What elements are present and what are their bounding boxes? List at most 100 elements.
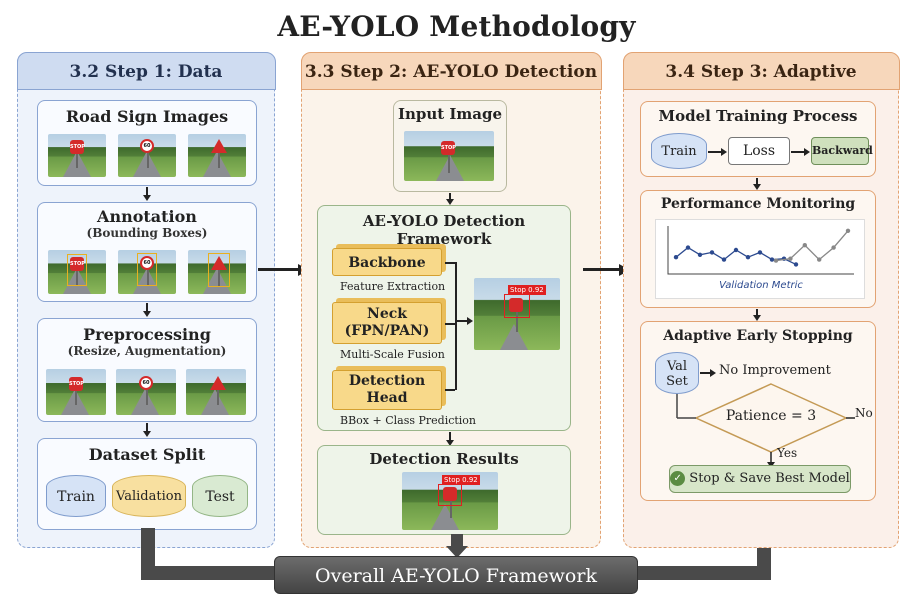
head-label: Detection	[348, 373, 426, 389]
patience-label: Patience = 3	[725, 408, 817, 424]
bounding-box-mark	[208, 253, 230, 287]
flow-arrow	[258, 268, 302, 271]
preprocessing-subtitle: (Resize, Augmentation)	[67, 344, 227, 358]
neck-module: Neck (FPN/PAN)	[332, 302, 442, 344]
detection-label: Stop 0.92	[442, 475, 480, 485]
detection-bbox	[504, 294, 530, 318]
annotation-box: Annotation (Bounding Boxes) STOP 60	[37, 202, 257, 302]
detection-results-photo: Stop 0.92	[402, 472, 498, 530]
neck-caption: Multi-Scale Fusion	[340, 348, 445, 361]
backbone-caption: Feature Extraction	[340, 280, 446, 293]
val-set-label-1: Val	[666, 359, 688, 374]
annotated-photo: 60	[118, 250, 176, 294]
detection-framework-box: AE-YOLO Detection Framework Backbone Fea…	[317, 205, 571, 431]
stop-save-label: Stop & Save Best Model	[689, 471, 850, 486]
head-label-line2: Head	[366, 390, 408, 406]
footer-connector	[637, 566, 771, 580]
annotated-photo: STOP	[48, 250, 106, 294]
bounding-box-mark	[67, 254, 87, 286]
detection-header: 3.3 Step 2: AE-YOLO Detection	[300, 51, 602, 90]
detection-column: 3.3 Step 2: AE-YOLO Detection Input Imag…	[300, 51, 602, 548]
stop-sign-icon: STOP	[441, 141, 456, 155]
test-cylinder: Test	[192, 475, 248, 517]
flow-arrow	[583, 268, 623, 271]
validation-chart: Validation Metric	[655, 219, 865, 299]
backbone-module: Backbone	[332, 248, 442, 276]
validation-series-point	[697, 252, 703, 257]
annotated-photo	[188, 250, 246, 294]
dataset-split-box: Dataset Split Train Validation Test	[37, 438, 257, 530]
framework-title: AE-YOLO Detection Framework	[362, 212, 526, 248]
train-cylinder: Train	[46, 475, 106, 517]
footer-connector	[141, 566, 275, 580]
validation-series-point	[757, 250, 763, 255]
bounding-box-mark	[137, 253, 157, 286]
adaptive-training-header: 3.4 Step 3: Adaptive Training	[622, 51, 900, 120]
detection-output-photo: Stop 0.92	[474, 278, 560, 350]
model-training-box: Model Training Process Train Loss Backwa…	[640, 101, 876, 177]
annotation-title: Annotation	[97, 207, 197, 226]
no-branch-label: No	[855, 406, 873, 420]
chart-axes	[667, 226, 854, 275]
input-image-title: Input Image	[397, 105, 503, 123]
validation-series-point	[793, 262, 799, 267]
validation-metric-caption: Validation Metric	[719, 280, 803, 291]
backward-box: Backward	[811, 137, 873, 165]
validation-series-point	[721, 257, 727, 262]
plateau-series-point	[788, 256, 793, 261]
early-stopping-title: Adaptive Early Stopping	[663, 328, 853, 344]
validation-series-point	[769, 257, 775, 262]
road-sign-photo: STOP	[48, 134, 106, 177]
neck-label-line2: (FPN/PAN)	[344, 323, 430, 339]
plateau-series-point	[845, 228, 851, 233]
detection-head-module: Detection Head	[332, 370, 442, 410]
dataset-split-title: Dataset Split	[88, 445, 206, 464]
stop-sign-icon: STOP	[70, 140, 85, 154]
no-improvement-label: No Improvement	[719, 363, 831, 378]
validation-series-point	[709, 250, 715, 255]
check-icon: ✓	[670, 471, 686, 486]
data-preparation-column: 3.2 Step 1: Data Preparation Road Sign I…	[16, 51, 276, 548]
speed-limit-sign-icon: 60	[140, 139, 154, 153]
loss-box: Loss	[728, 137, 790, 165]
stop-sign-icon: STOP	[69, 377, 84, 391]
road-sign-photo: 60	[118, 134, 176, 177]
road-sign-images-box: Road Sign Images STOP 60	[37, 100, 257, 186]
performance-monitoring-title: Performance Monitoring	[660, 196, 856, 212]
detection-results-box: Detection Results Stop 0.92	[317, 445, 571, 535]
plateau-series-line	[775, 230, 849, 262]
preprocessed-photo	[186, 369, 246, 415]
road-sign-images-title: Road Sign Images	[65, 107, 229, 126]
validation-series-point	[673, 255, 679, 260]
plateau-series-point	[817, 257, 822, 262]
validation-metric-chart	[667, 226, 854, 275]
speed-limit-sign-icon: 60	[140, 256, 154, 270]
validation-series-point	[733, 247, 739, 253]
preprocessing-title: Preprocessing	[83, 325, 211, 344]
patience-decision-diamond	[676, 383, 855, 468]
stop-sign-icon	[509, 298, 523, 312]
road-sign-photo	[188, 134, 246, 177]
validation-cylinder: Validation	[112, 475, 186, 517]
val-set-label-2: Set	[666, 374, 688, 389]
validation-series-point	[685, 245, 691, 250]
early-stopping-box: Adaptive Early Stopping Val Set No Impro…	[640, 321, 876, 501]
stop-sign-icon	[443, 487, 457, 501]
plateau-series-point	[773, 258, 779, 263]
input-photo: STOP	[404, 131, 494, 181]
detection-results-title: Detection Results	[369, 450, 519, 468]
preprocessed-photo: STOP	[46, 369, 106, 415]
preprocessed-photo: 60	[116, 369, 176, 415]
yes-branch-label: Yes	[777, 446, 798, 460]
detection-label: Stop 0.92	[508, 285, 546, 295]
train-cylinder: Train	[651, 133, 707, 169]
warning-sign-icon	[211, 139, 227, 153]
annotation-subtitle: (Bounding Boxes)	[86, 226, 208, 240]
page-title: AE-YOLO Methodology	[277, 10, 636, 43]
footer-arrow-head	[446, 546, 468, 558]
preprocessing-box: Preprocessing (Resize, Augmentation) STO…	[37, 318, 257, 422]
stop-sign-icon: STOP	[70, 257, 85, 271]
detection-bbox	[438, 484, 462, 506]
adaptive-training-column: 3.4 Step 3: Adaptive Training Model Trai…	[622, 51, 900, 548]
data-preparation-header: 3.2 Step 1: Data Preparation	[16, 51, 276, 120]
